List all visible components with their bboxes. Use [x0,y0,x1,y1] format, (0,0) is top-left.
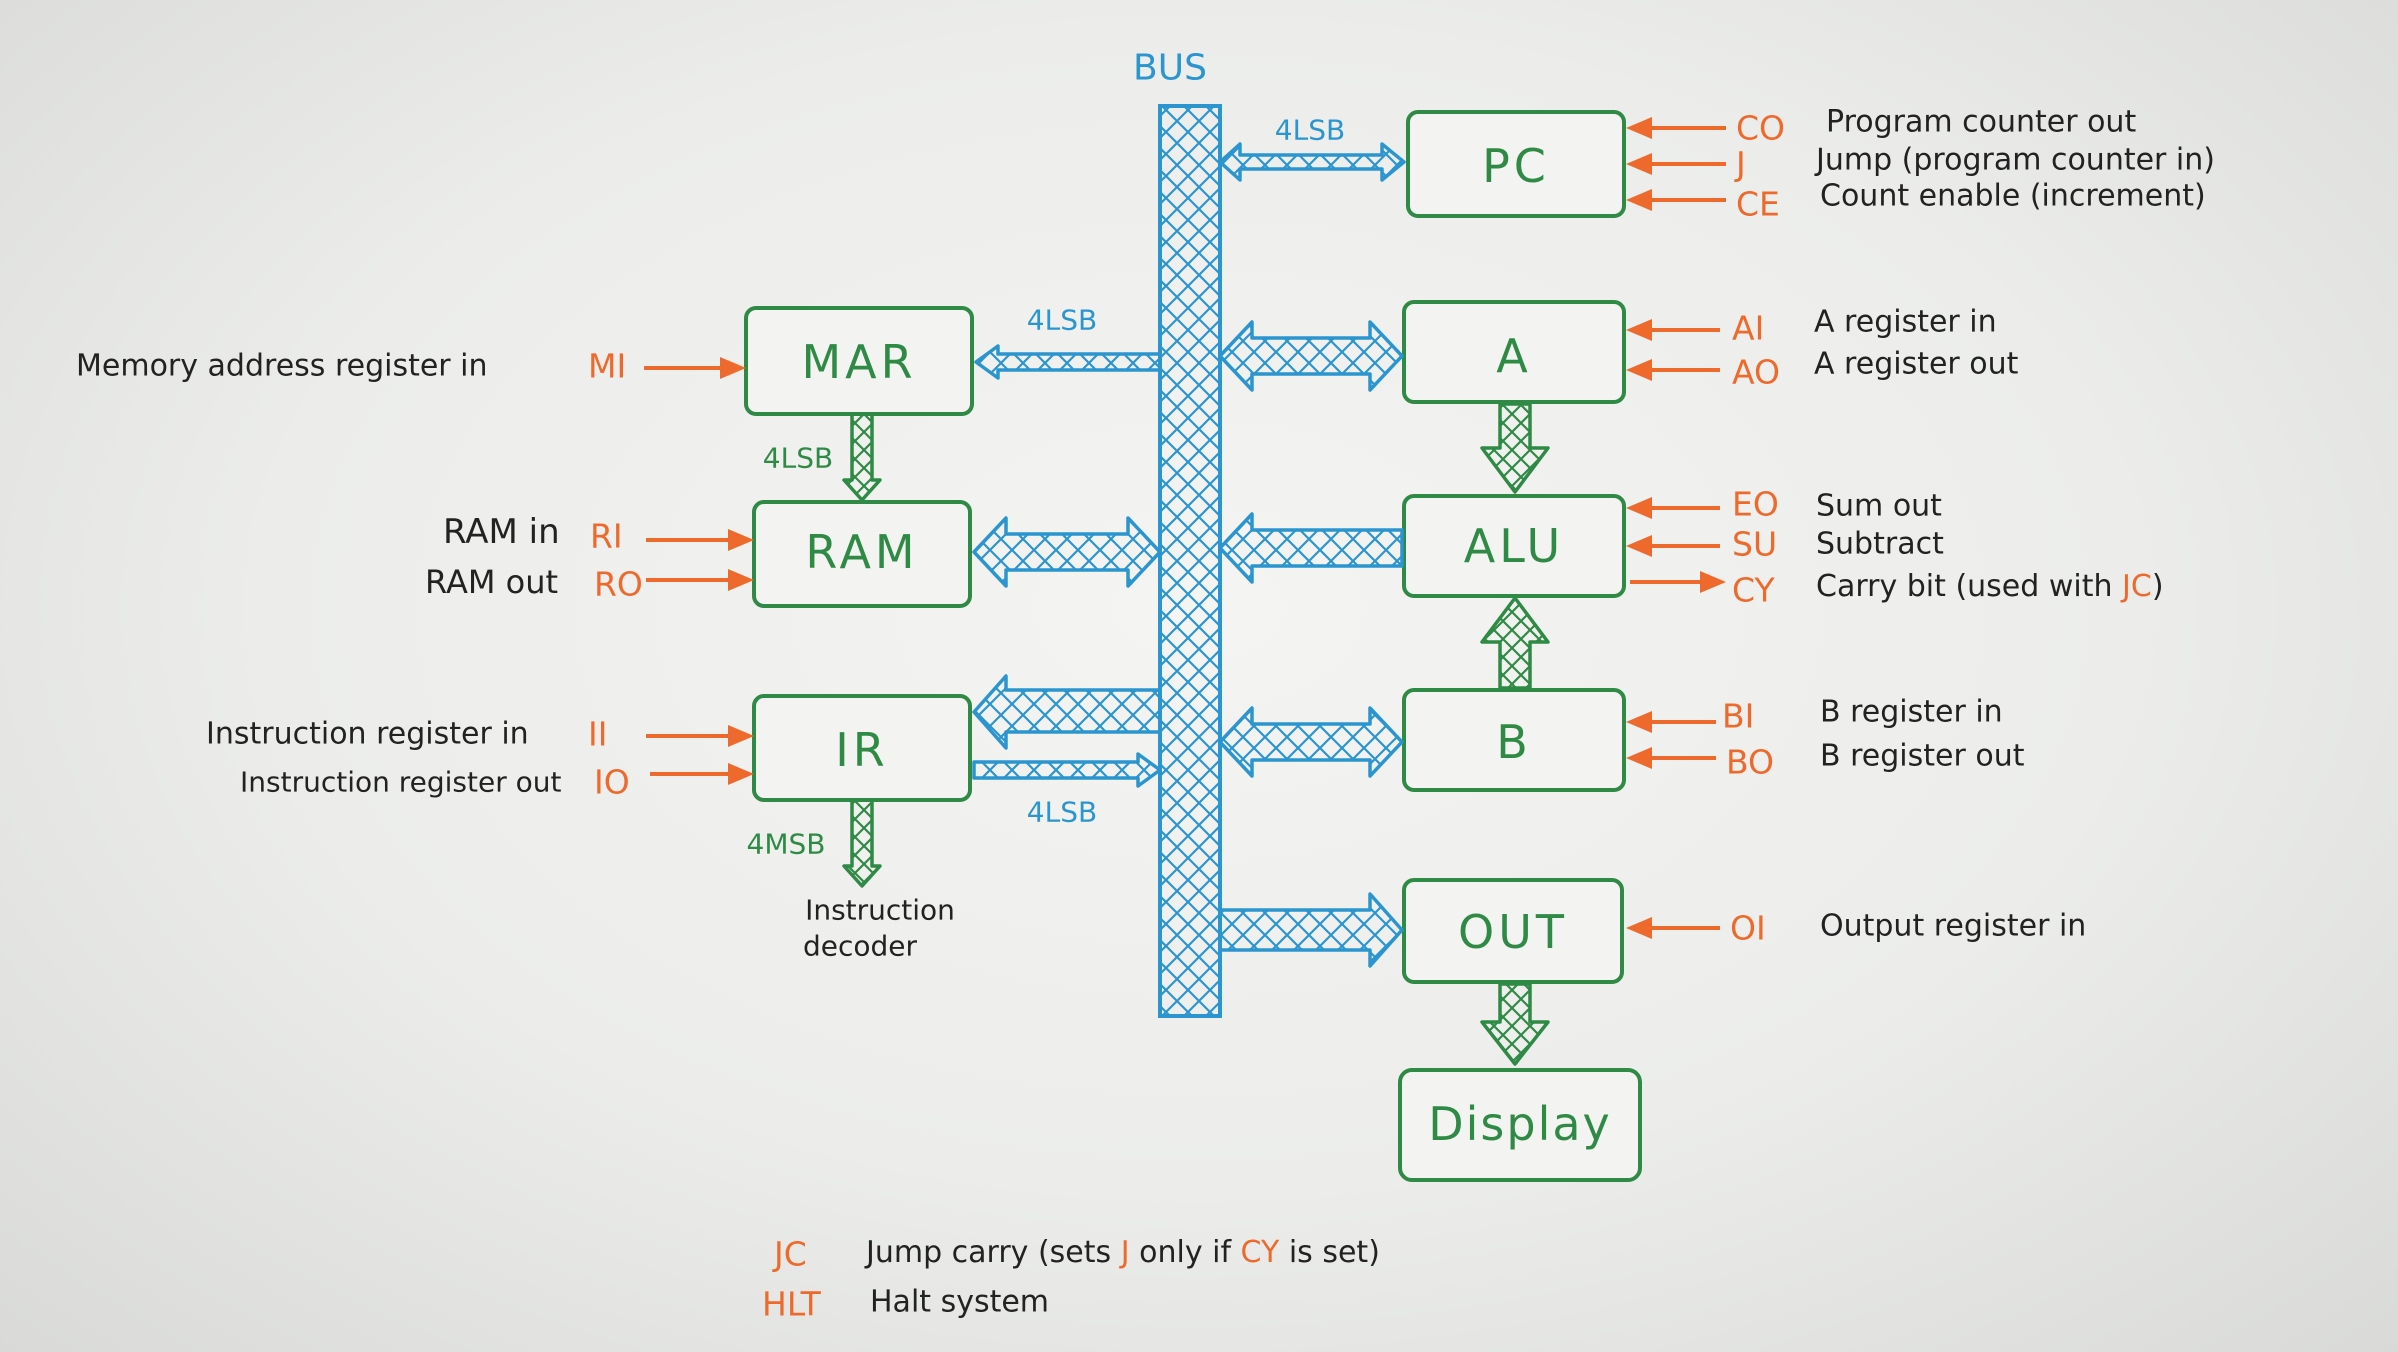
bus-pc-arrow [1218,142,1406,182]
signal-code: IO [594,763,630,802]
signal-ri: RAM in RI [443,512,754,556]
signal-desc: B register in [1820,695,2003,730]
signal-desc: Carry bit (used with JC) [1816,569,2164,604]
signal-desc: Instruction register out [240,766,562,799]
signal-code: AI [1732,309,1764,348]
ir-bus-out-arrow [972,752,1162,788]
out-label: OUT [1458,905,1568,959]
signal-desc: Instruction register in [206,717,529,752]
footer-jc-code: JC [772,1235,807,1274]
signal-ii: Instruction register in II [206,715,754,754]
signal-oi: OI Output register in [1626,909,2086,948]
ram-label: RAM [805,525,918,579]
footer-jc-text: Jump carry (sets J only if CY is set) [864,1235,1380,1270]
pc-block: PC [1406,110,1626,218]
signal-desc: RAM out [425,563,558,601]
bus-b-arrow [1218,706,1404,778]
bus-ram-arrow [972,516,1162,588]
signal-eo: EO Sum out [1626,485,1942,524]
signal-code: BO [1726,743,1774,782]
signal-j: J Jump (program counter in) [1626,143,2215,184]
footer-hlt: HLT Halt system [762,1285,1049,1324]
b-label: B [1496,715,1532,769]
display-block: Display [1398,1068,1642,1182]
signal-code: OI [1730,909,1766,948]
out-block: OUT [1402,878,1624,984]
signal-bo: BO B register out [1626,739,2025,782]
signal-desc: Output register in [1820,909,2086,944]
ir-width-label: 4LSB [1027,796,1097,829]
display-label: Display [1428,1097,1612,1151]
a-block: A [1402,300,1626,404]
signal-code: II [588,715,607,754]
mar-ram-width-label: 4LSB [763,442,833,475]
signal-code: RI [590,517,623,556]
alu-label: ALU [1464,519,1564,573]
signal-code: AO [1732,353,1780,392]
bus [1158,104,1222,1018]
a-alu-arrow [1480,402,1550,494]
signal-co: CO Program counter out [1626,105,2136,148]
mar-width-label: 4LSB [1027,304,1097,337]
signal-desc: Subtract [1816,527,1944,562]
signal-mi: Memory address register in MI [76,347,746,386]
signal-code: BI [1722,697,1754,736]
signal-io: Instruction register out IO [240,763,754,802]
signal-code: RO [594,565,643,604]
footer-jc: JC Jump carry (sets J only if CY is set) [772,1235,1380,1274]
signal-desc: Memory address register in [76,349,488,384]
signal-code: MI [588,347,626,386]
signal-code: EO [1732,485,1779,524]
ir-block: IR [752,694,972,802]
signal-desc: RAM in [443,512,560,552]
signal-su: SU Subtract [1626,525,1944,564]
signal-desc: Program counter out [1826,105,2136,140]
signal-code: CY [1732,571,1775,610]
signal-ce: CE Count enable (increment) [1626,179,2206,224]
bus-a-arrow [1218,320,1404,392]
pc-label: PC [1482,139,1550,193]
signal-desc: Sum out [1816,489,1942,524]
alu-block: ALU [1402,494,1626,598]
bus-out-arrow [1218,892,1404,968]
signal-desc: B register out [1820,739,2025,774]
bus-label: BUS [1133,48,1207,89]
signal-desc: A register in [1814,305,1997,340]
footer-hlt-code: HLT [762,1285,822,1324]
b-alu-arrow [1480,596,1550,690]
signal-desc: A register out [1814,347,2019,382]
signal-desc: Count enable (increment) [1820,179,2206,214]
signal-cy: CY Carry bit (used with JC) [1630,569,2164,610]
mar-block: MAR [744,306,974,416]
mar-ram-arrow [842,412,882,502]
signal-ai: AI A register in [1626,305,1997,348]
signal-code: J [1734,145,1746,184]
footer-hlt-text: Halt system [870,1285,1049,1320]
a-label: A [1496,329,1531,383]
signal-code: CE [1736,185,1780,224]
signal-code: CO [1736,109,1785,148]
bus-ir-in-arrow [972,674,1162,750]
signal-code: SU [1732,525,1777,564]
bus-mar-arrow [974,344,1162,380]
alu-bus-arrow [1218,512,1404,584]
decoder-label-line1: Instruction [805,894,955,927]
decoder-label-line2: decoder [803,930,918,963]
ir-decoder-width-label: 4MSB [747,828,826,861]
signal-bi: BI B register in [1626,695,2003,736]
signal-ao: AO A register out [1626,347,2019,392]
pc-width-label: 4LSB [1275,114,1345,147]
out-display-arrow [1480,982,1550,1066]
ir-decoder-arrow [842,798,882,888]
signal-desc: Jump (program counter in) [1814,143,2215,178]
b-block: B [1402,688,1626,792]
ir-label: IR [835,723,889,777]
mar-label: MAR [801,335,916,389]
ram-block: RAM [752,500,972,608]
signal-ro: RAM out RO [425,563,754,604]
